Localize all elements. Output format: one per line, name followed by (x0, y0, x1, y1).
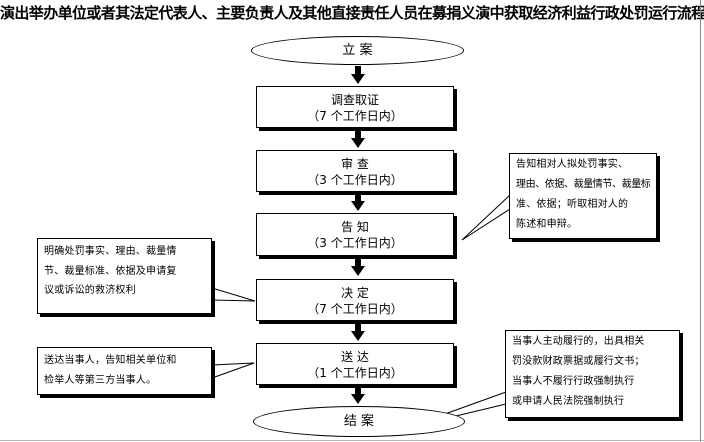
note-decide-line: 节、裁量标准、依据及申请复 (44, 265, 177, 277)
arrow-start-to-step1 (351, 66, 365, 84)
step-deliver-name: 送 达 (341, 350, 369, 364)
step-investigate-name: 调查取证 (330, 93, 379, 107)
pointer-inform (461, 194, 511, 241)
step-review-days: （3 个工作日内） (307, 173, 403, 187)
note-inform-line: 准、依据；听取相对人的 (516, 199, 629, 210)
note-inform-line: 告知相对人拟处罚事实、 (516, 159, 629, 170)
start-terminal: 立 案 (251, 36, 464, 65)
page-title: 演出举办单位或者其法定代表人、主要负责人及其他直接责任人员在募捐义演中获取经济利… (0, 4, 704, 22)
frame-bottom-border (0, 440, 704, 441)
step-investigate: 调查取证 （7 个工作日内） (256, 86, 454, 128)
pointer-deliver (211, 362, 255, 379)
note-deliver: 送达当事人，告知相关单位和 检举人等第三方当事人。 (37, 347, 212, 395)
note-inform: 告知相对人拟处罚事实、 理由、依据、裁量情节、裁量标 准、依据；听取相对人的 陈… (509, 153, 657, 239)
step-deliver: 送 达 （1 个工作日内） (256, 343, 454, 385)
step-inform-days: （3 个工作日内） (307, 236, 403, 250)
arrow-step3-to-step4 (351, 258, 365, 276)
note-deliver-line: 送达当事人，告知相关单位和 (44, 355, 177, 366)
arrow-step4-to-step5 (351, 323, 365, 341)
arrow-step5-to-end (351, 386, 365, 404)
step-inform: 告 知 （3 个工作日内） (256, 213, 454, 256)
step-review: 审 查 （3 个工作日内） (256, 150, 454, 192)
step-review-name: 审 查 (341, 157, 369, 171)
start-label: 立 案 (342, 43, 373, 58)
note-decide-line: 议或诉讼的救济权利 (44, 285, 136, 296)
note-deliver-line: 检举人等第三方当事人。 (44, 374, 157, 386)
step-investigate-days: （7 个工作日内） (307, 109, 403, 123)
note-execute: 当事人主动履行的，出具相关 罚没款财政票据或履行文书； 当事人不履行行政强制执行… (505, 330, 680, 418)
note-decide-line: 明确处罚事实、理由、裁量情 (44, 246, 177, 257)
note-execute-line: 当事人主动履行的，出具相关 (512, 336, 645, 347)
frame-right-border (700, 0, 701, 442)
step-inform-name: 告 知 (341, 220, 369, 234)
pointer-decide (211, 287, 256, 302)
note-inform-line: 理由、依据、裁量情节、裁量标 (516, 179, 651, 190)
step-deliver-days: （1 个工作日内） (307, 366, 403, 380)
step-decide: 决 定 （7 个工作日内） (256, 279, 454, 321)
arrow-step2-to-step3 (351, 193, 365, 211)
note-decide: 明确处罚事实、理由、裁量情 节、裁量标准、依据及申请复 议或诉讼的救济权利 (37, 238, 212, 314)
arrow-step1-to-step2 (351, 130, 365, 148)
note-inform-line: 陈述和申辩。 (516, 219, 578, 230)
step-decide-days: （7 个工作日内） (307, 302, 403, 316)
end-terminal: 结 案 (253, 406, 465, 437)
step-decide-name: 决 定 (341, 286, 369, 300)
end-label: 结 案 (343, 414, 375, 429)
note-execute-line: 或申请人民法院强制执行 (512, 396, 625, 407)
flow-arrows (351, 66, 365, 404)
note-execute-line: 罚没款财政票据或履行文书； (512, 356, 645, 367)
note-execute-line: 当事人不履行行政强制执行 (512, 376, 635, 387)
